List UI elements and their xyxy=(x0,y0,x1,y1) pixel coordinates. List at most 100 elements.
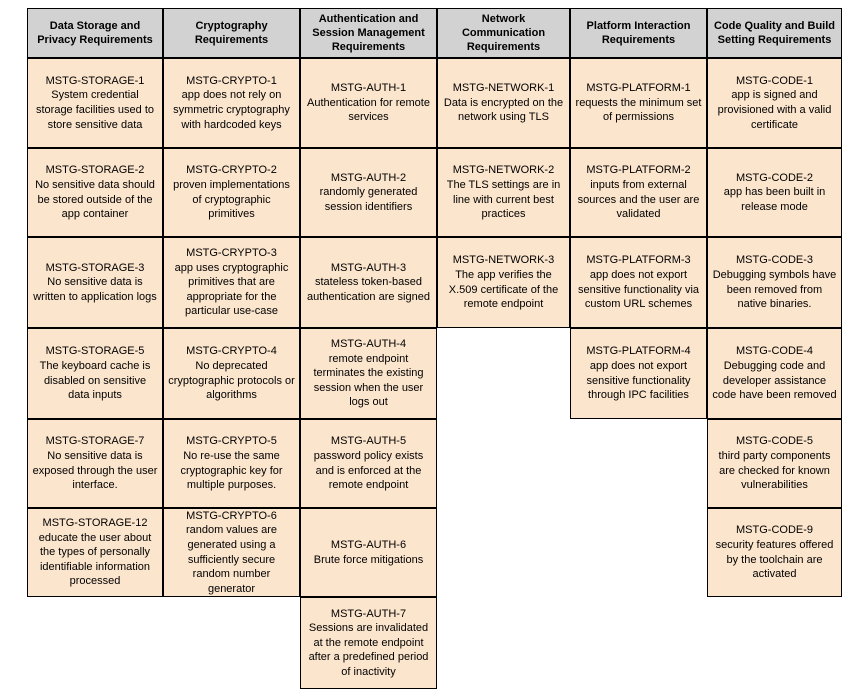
requirement-text: Authentication for remote services xyxy=(307,96,430,124)
column-header-cryptography: Cryptography Requirements xyxy=(163,8,300,58)
requirement-text: app does not export sensitive functional… xyxy=(586,359,691,402)
requirement-text: The TLS settings are in line with curren… xyxy=(446,178,561,221)
requirement-text: The app verifies the X.509 certificate o… xyxy=(448,268,559,311)
requirement-text: educate the user about the types of pers… xyxy=(38,531,152,588)
header-label: Platform Interaction Requirements xyxy=(586,19,691,46)
requirement-id: MSTG-STORAGE-7 xyxy=(45,435,145,448)
requirement-id: MSTG-CRYPTO-6 xyxy=(186,509,277,522)
requirement-text: random values are generated using a suff… xyxy=(185,524,278,595)
requirement-id: MSTG-CODE-2 xyxy=(736,171,813,184)
requirement-id: MSTG-AUTH-2 xyxy=(330,171,407,184)
requirement-text: randomly generated session identifiers xyxy=(319,186,418,213)
requirement-id: MSTG-AUTH-5 xyxy=(330,435,407,448)
header-label: Authentication and Session Management Re… xyxy=(312,12,425,54)
requirement-id: MSTG-AUTH-6 xyxy=(330,538,407,551)
requirement-id: MSTG-NETWORK-1 xyxy=(452,82,555,95)
cell-mstg-code-1: MSTG-CODE-1 app is signed and provisioned… xyxy=(707,58,842,148)
requirement-id: MSTG-STORAGE-2 xyxy=(45,164,145,177)
requirement-id: MSTG-NETWORK-2 xyxy=(452,164,555,177)
requirement-id: MSTG-STORAGE-1 xyxy=(45,74,145,87)
cell-mstg-code-2: MSTG-CODE-2 app has been built in release… xyxy=(707,148,842,237)
requirement-text: password policy exists and is enforced a… xyxy=(313,449,424,492)
requirement-text: app does not rely on symmetric cryptogra… xyxy=(173,89,290,131)
requirement-text: inputs from external sources and the use… xyxy=(577,178,700,221)
requirement-id: MSTG-PLATFORM-4 xyxy=(586,345,691,358)
requirement-id: MSTG-AUTH-4 xyxy=(330,338,407,351)
requirement-id: MSTG-NETWORK-3 xyxy=(452,254,555,267)
requirement-id: MSTG-CODE-1 xyxy=(736,74,813,87)
requirement-id: MSTG-PLATFORM-3 xyxy=(586,254,691,267)
requirement-text: No sensitive data is exposed through the… xyxy=(32,449,158,492)
requirement-id: MSTG-CRYPTO-5 xyxy=(186,435,277,448)
column-header-network: Network Communication Requirements xyxy=(437,8,570,58)
requirement-text: stateless token-based authentication are… xyxy=(307,276,430,303)
requirement-id: MSTG-PLATFORM-1 xyxy=(586,82,691,95)
requirement-id: MSTG-CRYPTO-1 xyxy=(186,74,277,87)
requirement-id: MSTG-CODE-5 xyxy=(736,435,813,448)
column-header-code-quality: Code Quality and Build Setting Requireme… xyxy=(707,8,842,58)
column-header-authentication: Authentication and Session Management Re… xyxy=(300,8,437,58)
requirement-id: MSTG-AUTH-3 xyxy=(330,261,407,274)
requirement-text: app has been built in release mode xyxy=(723,186,826,213)
column-header-platform: Platform Interaction Requirements xyxy=(570,8,707,58)
requirement-text: Brute force mitigations xyxy=(313,553,424,566)
requirement-id: MSTG-STORAGE-5 xyxy=(45,345,145,358)
requirement-id: MSTG-CRYPTO-2 xyxy=(186,164,277,177)
requirement-text: requests the minimum set of permissions xyxy=(575,96,702,124)
requirement-id: MSTG-STORAGE-3 xyxy=(45,261,145,274)
requirement-text: app is signed and provisioned with a val… xyxy=(717,89,832,131)
requirement-text: No re-use the same cryptographic key for… xyxy=(180,449,283,492)
requirement-id: MSTG-CRYPTO-3 xyxy=(186,247,277,260)
requirement-id: MSTG-CODE-9 xyxy=(736,524,813,537)
column-header-data-storage: Data Storage and Privacy Requirements xyxy=(27,8,163,58)
mstg-requirements-table: Data Storage and Privacy Requirements Cr… xyxy=(27,8,842,689)
requirement-text: app uses cryptographic primitives that a… xyxy=(174,261,289,318)
header-label: Code Quality and Build Setting Requireme… xyxy=(713,19,835,46)
requirement-id: MSTG-AUTH-1 xyxy=(330,82,407,95)
requirement-text: app does not export sensitive functional… xyxy=(577,268,700,311)
requirement-text: Sessions are invalidated at the remote e… xyxy=(308,622,429,678)
requirement-id: MSTG-CODE-3 xyxy=(736,254,813,267)
requirement-id: MSTG-CRYPTO-4 xyxy=(186,345,277,358)
cell-mstg-storage-3: MSTG-STORAGE-3 No sensitive data is writt… xyxy=(27,237,163,328)
requirement-text: Debugging code and developer assistance … xyxy=(712,359,837,402)
requirement-text: No sensitive data should be stored outsi… xyxy=(35,178,155,221)
cell-mstg-auth-2: MSTG-AUTH-2 randomly generated session id… xyxy=(300,148,437,237)
requirement-id: MSTG-AUTH-7 xyxy=(330,607,407,620)
requirement-text: remote endpoint terminates the existing … xyxy=(313,352,424,409)
header-label: Cryptography Requirements xyxy=(194,19,269,46)
requirement-id: MSTG-PLATFORM-2 xyxy=(586,164,691,177)
header-label: Network Communication Requirements xyxy=(461,12,546,54)
requirement-text: third party components are checked for k… xyxy=(718,449,831,492)
requirement-text: System credential storage facilities use… xyxy=(35,89,154,131)
requirement-text: Debugging symbols have been removed from… xyxy=(712,268,837,311)
requirement-text: No sensitive data is written to applicat… xyxy=(33,276,157,303)
requirement-text: security features offered by the toolcha… xyxy=(715,538,834,581)
requirement-text: proven implementations of cryptographic … xyxy=(173,178,290,221)
requirement-text: The keyboard cache is disabled on sensit… xyxy=(39,359,151,402)
header-label: Data Storage and Privacy Requirements xyxy=(37,19,153,46)
cell-mstg-crypto-6: MSTG-CRYPTO-6 random values are generated… xyxy=(163,508,300,597)
cell-mstg-crypto-1: MSTG-CRYPTO-1 app does not rely on symmet… xyxy=(163,58,300,148)
